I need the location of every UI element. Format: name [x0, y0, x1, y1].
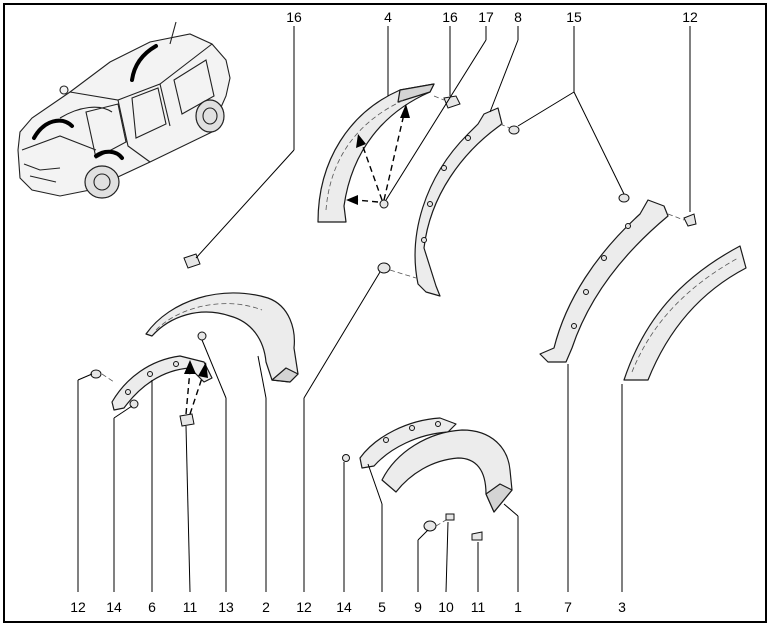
part-4-arrows: [346, 104, 410, 209]
car-illustration: [17, 21, 231, 199]
callout-label: 12: [682, 9, 698, 25]
fastener-13: [197, 331, 207, 341]
car-front-wheel: [84, 165, 120, 199]
fastener-12-right: [667, 213, 697, 227]
fastener-14-centre: [342, 454, 350, 462]
fastener-15-top: [499, 123, 520, 135]
part-1-arch-extension: [381, 429, 513, 513]
callout-label: 6: [148, 599, 156, 615]
part-6-arrows: [179, 360, 208, 427]
car-front-arch-highlight: [32, 118, 74, 140]
leader-lines: [77, 26, 691, 593]
callout-label: 9: [414, 599, 422, 615]
fastener-12-left: [90, 369, 115, 383]
callout-label: 13: [218, 599, 234, 615]
callout-label: 1: [514, 599, 522, 615]
callout-label: 12: [70, 599, 86, 615]
callout-label: 16: [286, 9, 302, 25]
callout-label: 11: [471, 599, 486, 615]
callout-label: 14: [106, 599, 122, 615]
callout-label: 2: [262, 599, 270, 615]
callout-label: 8: [514, 9, 522, 25]
fastener-16-top: [433, 95, 461, 109]
part-7-bracket: [539, 199, 669, 363]
part-8-bracket: [414, 107, 503, 297]
car-rear-wheel: [195, 99, 225, 133]
car-roof-highlight: [130, 44, 158, 82]
fastener-12-centre: [377, 262, 417, 279]
callout-label: 14: [336, 599, 352, 615]
bottom-callouts: 12 14 6 11 13 2 12 14 5 9 10 11 1 7 3: [70, 599, 626, 615]
callout-label: 11: [183, 599, 198, 615]
callout-label: 4: [384, 9, 392, 25]
fasteners-9-10-11: [423, 513, 483, 541]
part-3-arch-extension: [623, 245, 747, 381]
diagram-frame: [3, 3, 767, 623]
fastener-15-right: [618, 193, 630, 203]
callout-label: 7: [564, 599, 572, 615]
callout-label: 16: [442, 9, 458, 25]
callout-label: 12: [296, 599, 312, 615]
callout-label: 15: [566, 9, 582, 25]
part-2-arch-liner: [145, 292, 299, 383]
callout-label: 17: [478, 9, 494, 25]
fastener-17: [379, 199, 389, 209]
top-callouts: 16 4 16 17 8 15 12: [286, 9, 698, 25]
callout-label: 5: [378, 599, 386, 615]
callout-label: 10: [438, 599, 454, 615]
callout-label: 3: [618, 599, 626, 615]
part-4-arch-liner: [317, 83, 435, 223]
part-6-bracket: [111, 355, 213, 411]
